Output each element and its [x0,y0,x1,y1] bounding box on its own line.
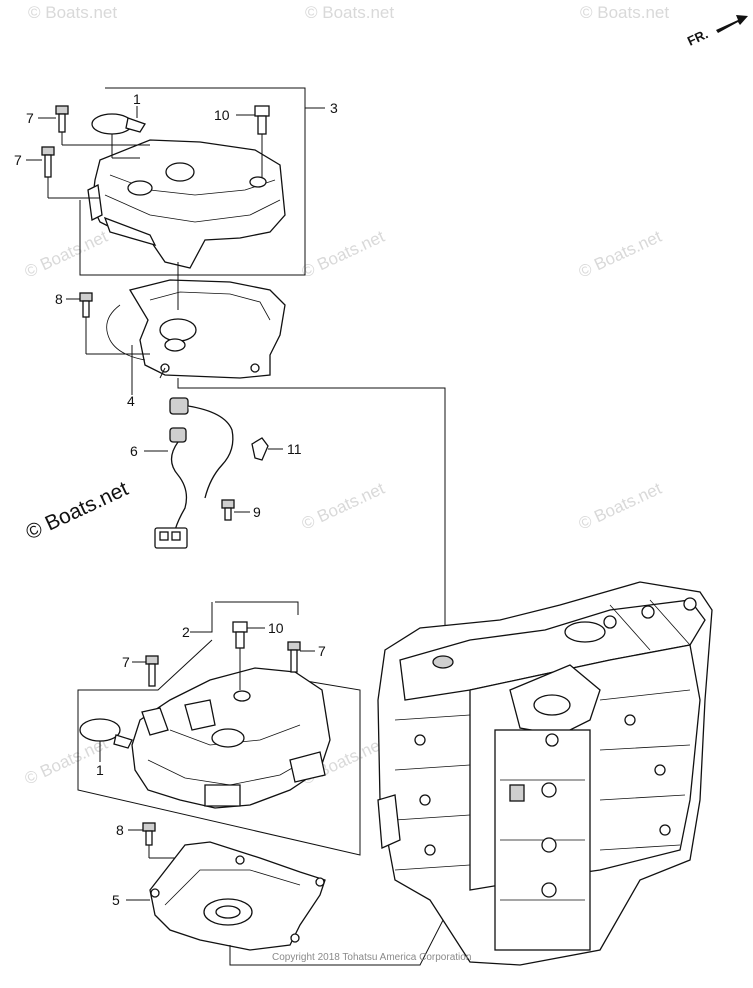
bolt-7-bottom-right [287,641,301,673]
front-direction-indicator: FR. [685,15,748,49]
callout-9: 9 [253,504,261,520]
callout-3: 3 [330,100,338,116]
watermark-text: © Boats.net [299,479,388,534]
collar-10-bottom [232,621,248,649]
callout-7: 7 [14,152,22,168]
bolt-8-bottom [142,822,156,846]
callout-1: 1 [96,762,104,778]
watermark-text: © Boats.net [28,3,117,22]
copyright-notice: Copyright 2018 Tohatsu America Corporati… [272,952,471,963]
callout-6: 6 [130,443,138,459]
callout-7: 7 [122,654,130,670]
callout-8: 8 [55,291,63,307]
watermark-text: © Boats.net [305,3,394,22]
leader-to-engine [177,378,446,650]
belt-cover-base-plate [106,279,286,379]
boats-net-watermark: © Boats.net [22,477,132,544]
callout-10: 10 [268,620,284,636]
upper-timing-belt-cover [87,139,286,269]
watermark-text: © Boats.net [576,479,665,534]
engine-block [377,581,713,966]
bolt-9 [221,499,235,521]
callout-2: 2 [182,624,190,640]
front-arrow-icon [716,15,748,33]
callout-4: 4 [127,393,135,409]
bolt-7-second [41,146,55,178]
lower-base-plate [149,841,326,951]
assembly-bracket-2 [215,601,299,615]
callout-11: 11 [287,441,302,457]
assembly-bracket-3 [79,87,306,276]
front-direction-label: FR. [685,26,710,48]
callout-7: 7 [26,110,34,126]
callout-8: 8 [116,822,124,838]
watermark-text: © Boats.net [22,227,111,282]
watermark-text: © Boats.net [580,3,669,22]
watermark-text: © Boats.net [299,227,388,282]
callout-5: 5 [112,892,120,908]
bolt-8-top [79,292,93,318]
sensor-harness [154,397,234,549]
lower-timing-belt-cover [131,667,331,809]
callout-1: 1 [133,91,141,107]
watermark-text: © Boats.net [576,227,665,282]
callout-7: 7 [318,643,326,659]
collar-10-top [254,105,270,135]
clip-11 [251,437,269,461]
bolt-7-bottom-left [145,655,159,687]
bolt-7-top [55,105,69,133]
callout-10: 10 [214,107,230,123]
rubber-grommet-1-top [91,113,146,135]
